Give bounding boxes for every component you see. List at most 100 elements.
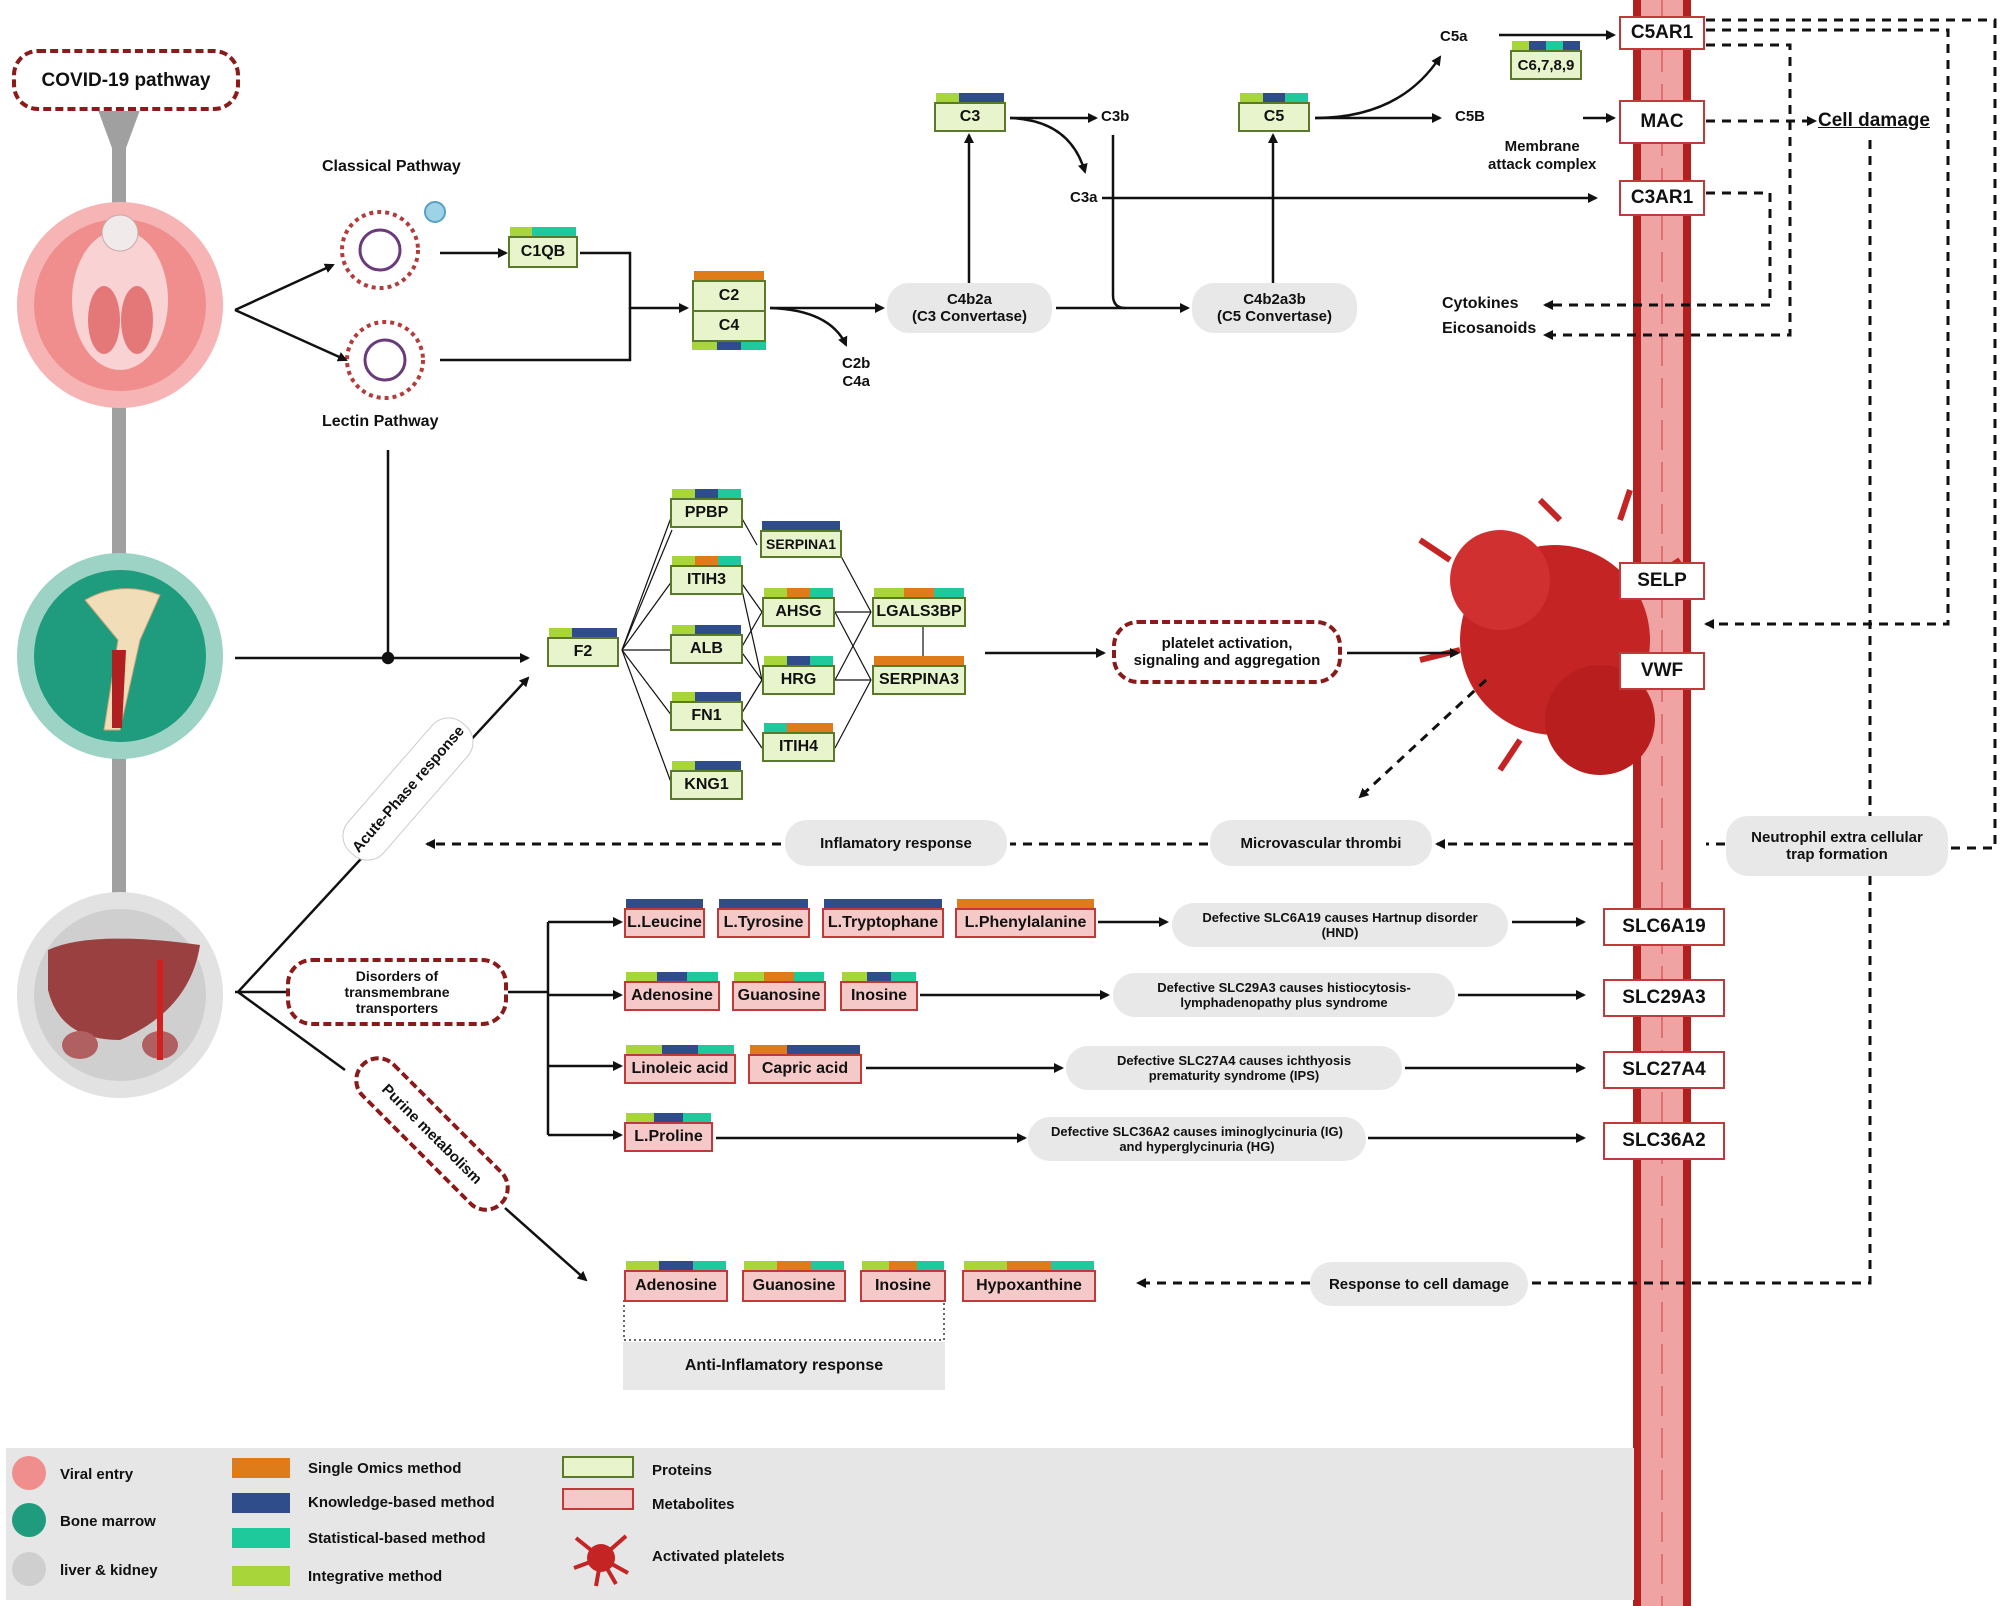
- microvascular-thrombi-node[interactable]: Microvascular thrombi: [1210, 820, 1432, 866]
- metabolite-inosine-p[interactable]: Inosine: [860, 1261, 946, 1302]
- protein-alb-label: ALB: [690, 640, 723, 657]
- protein-c6789-label: C6,7,8,9: [1517, 56, 1575, 74]
- activated-platelet-icon: [573, 1534, 629, 1587]
- response-cell-damage-node[interactable]: Response to cell damage: [1310, 1262, 1528, 1306]
- c3-convertase-text: C4b2a(C3 Convertase): [912, 291, 1027, 325]
- metabolite-adenosine-p[interactable]: Adenosine: [624, 1261, 728, 1302]
- anti-inflammatory-node[interactable]: Anti-Inflamatory response: [623, 1342, 945, 1390]
- protein-alb[interactable]: ALB: [670, 625, 743, 664]
- c5-convertase-text: C4b2a3b(C5 Convertase): [1217, 291, 1332, 325]
- protein-lgals3bp[interactable]: LGALS3BP: [872, 588, 966, 627]
- method-strip: [764, 588, 833, 597]
- protein-ppbp[interactable]: PPBP: [670, 489, 743, 528]
- guanosine-p-text: Guanosine: [752, 1277, 836, 1294]
- method-strip: [750, 1045, 861, 1054]
- protein-c3[interactable]: C3: [934, 93, 1006, 132]
- protein-f2[interactable]: F2: [547, 628, 619, 667]
- method-strip: [626, 1113, 711, 1122]
- platelet-line2: signaling and aggregation: [1133, 652, 1321, 669]
- defect-slc29a3-text: Defective SLC29A3 causes histiocytosis-l…: [1157, 980, 1411, 1010]
- metabolite-phenylalanine[interactable]: L.Phenylalanine: [955, 899, 1096, 938]
- c5a-label: C5a: [1440, 28, 1468, 45]
- method-strip: [964, 1261, 1094, 1270]
- platelet-activation-node[interactable]: platelet activation,signaling and aggreg…: [1112, 620, 1342, 684]
- method-strip: [694, 271, 764, 280]
- eicosanoids-label: Eicosanoids: [1442, 320, 1537, 337]
- receptor-vwf[interactable]: VWF: [1619, 652, 1705, 690]
- protein-c5[interactable]: C5: [1238, 93, 1310, 132]
- defect-slc29a3[interactable]: Defective SLC29A3 causes histiocytosis-l…: [1113, 973, 1455, 1017]
- receptor-c3ar1[interactable]: C3AR1: [1619, 180, 1705, 216]
- slc27a4-text: SLC27A4: [1622, 1059, 1706, 1080]
- protein-c6789[interactable]: C6,7,8,9: [1510, 41, 1582, 80]
- transporter-slc6a19[interactable]: SLC6A19: [1603, 908, 1725, 946]
- protein-ahsg[interactable]: AHSG: [762, 588, 835, 627]
- transporter-slc27a4[interactable]: SLC27A4: [1603, 1051, 1725, 1089]
- disorders-line3: transporters: [355, 1000, 439, 1016]
- c5ar1-text: C5AR1: [1630, 22, 1694, 43]
- protein-ppbp-label: PPBP: [684, 504, 729, 521]
- defect-slc36a2-text: Defective SLC36A2 causes iminoglycinuria…: [1051, 1124, 1343, 1154]
- legend-statistical: Statistical-based method: [308, 1530, 486, 1547]
- transporter-slc36a2[interactable]: SLC36A2: [1603, 1122, 1725, 1160]
- legend-single: Single Omics method: [308, 1460, 462, 1477]
- mac-box[interactable]: MAC: [1619, 100, 1705, 144]
- metabolite-hypoxanthine[interactable]: Hypoxanthine: [962, 1261, 1096, 1302]
- metabolite-inosine-t[interactable]: Inosine: [840, 972, 918, 1011]
- protein-kng1[interactable]: KNG1: [670, 761, 743, 800]
- defect1-line1: Defective SLC6A19 causes Hartnup disorde…: [1202, 910, 1478, 925]
- inflammatory-response-node[interactable]: Inflamatory response: [785, 820, 1007, 866]
- liver-kidney-icon: [12, 1552, 46, 1586]
- liver-kidney-organ: [17, 892, 223, 1098]
- protein-itih3[interactable]: ITIH3: [670, 556, 743, 595]
- c5-convertase[interactable]: C4b2a3b(C5 Convertase): [1192, 283, 1357, 333]
- defect-slc6a19[interactable]: Defective SLC6A19 causes Hartnup disorde…: [1172, 903, 1508, 947]
- defect-slc36a2[interactable]: Defective SLC36A2 causes iminoglycinuria…: [1028, 1117, 1366, 1161]
- protein-c1qb-label: C1QB: [520, 243, 566, 260]
- method-strip: [957, 899, 1095, 908]
- method-strip: [626, 899, 704, 908]
- c3-convertase[interactable]: C4b2a(C3 Convertase): [887, 283, 1052, 333]
- legend-swatch-integrative: [232, 1566, 290, 1586]
- metabolite-proline[interactable]: L.Proline: [624, 1113, 713, 1152]
- metabolite-tyrosine[interactable]: L.Tyrosine: [717, 899, 810, 938]
- slc36a2-text: SLC36A2: [1622, 1130, 1706, 1151]
- protein-c2-label: C2: [718, 287, 740, 304]
- transporter-slc29a3[interactable]: SLC29A3: [1603, 979, 1725, 1017]
- metabolite-adenosine-t[interactable]: Adenosine: [624, 972, 720, 1011]
- metabolite-capric[interactable]: Capric acid: [748, 1045, 862, 1084]
- protein-c1qb[interactable]: C1QB: [508, 227, 578, 268]
- protein-network-edges: [621, 514, 924, 786]
- metabolite-leucine[interactable]: L.Leucine: [624, 899, 705, 938]
- protein-c4[interactable]: C4: [692, 310, 766, 342]
- receptor-c5ar1[interactable]: C5AR1: [1619, 16, 1705, 50]
- protein-f2-label: F2: [573, 643, 593, 660]
- net-line1: Neutrophil extra cellular: [1751, 829, 1923, 846]
- protein-fn1[interactable]: FN1: [670, 692, 743, 731]
- slc6a19-text: SLC6A19: [1622, 916, 1706, 937]
- protein-serpina1[interactable]: SERPINA1: [760, 521, 842, 558]
- protein-itih4[interactable]: ITIH4: [762, 723, 835, 762]
- method-strip: [824, 899, 942, 908]
- protein-c2[interactable]: C2: [692, 271, 766, 312]
- metabolite-tryptophane[interactable]: L.Tryptophane: [822, 899, 944, 938]
- metabolite-guanosine-t[interactable]: Guanosine: [732, 972, 826, 1011]
- protein-serpina3-label: SERPINA3: [878, 671, 960, 688]
- protein-serpina3[interactable]: SERPINA3: [872, 656, 966, 695]
- legend-swatch-proteins: [562, 1456, 634, 1478]
- method-strip: [1512, 41, 1580, 50]
- legend-swatch-metabolites: [562, 1488, 634, 1510]
- platelet-cluster: [1418, 489, 1682, 775]
- metabolite-guanosine-p[interactable]: Guanosine: [742, 1261, 846, 1302]
- method-strip: [692, 342, 767, 350]
- protein-hrg[interactable]: HRG: [762, 656, 835, 695]
- receptor-selp[interactable]: SELP: [1619, 562, 1705, 600]
- linoleic-text: Linoleic acid: [631, 1060, 729, 1077]
- method-strip: [626, 972, 719, 981]
- metabolite-linoleic[interactable]: Linoleic acid: [624, 1045, 736, 1084]
